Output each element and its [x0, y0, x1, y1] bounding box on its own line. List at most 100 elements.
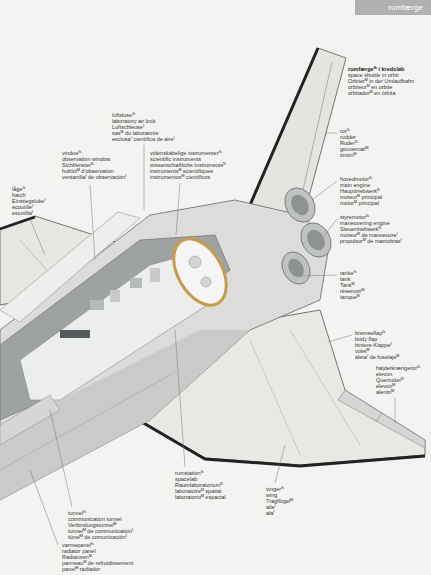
panel-line [250, 340, 300, 455]
term-translation: Tankᴹ [340, 282, 364, 288]
leader-line [30, 219, 45, 255]
danish-term: vindueᶠᵏ [62, 150, 127, 156]
leader-line [175, 330, 185, 467]
danish-term: luftsluseᶠᵏ [112, 112, 175, 118]
danish-term: tunnelᶠᵏ [68, 510, 133, 516]
part-label: tankeᶠᵏtankTankᴹréservoirᴹtanqueᴹ [340, 270, 364, 300]
term-translation: elevon [376, 371, 420, 377]
nozzle [285, 256, 307, 280]
term-translation: laboratoireᴹ spatial [175, 488, 226, 494]
term-translation: body flap [355, 336, 399, 342]
header-band [355, 0, 431, 15]
term-translation: moteurᴹ principal [340, 194, 382, 200]
part-label: videnskabelige instrumenterᶠᵏscientific … [150, 150, 226, 180]
part-label: rorᶠᵏrudderRuderᴺgouvernailᴹtimónᴹ [340, 128, 368, 158]
term-translation: tank [340, 276, 364, 282]
part-label: luftsluseᶠᵏlaboratory air lockLuftschleu… [112, 112, 175, 142]
term-translation: spacelab [175, 476, 226, 482]
term-translation: Sichtfensterᴺ [62, 162, 127, 168]
term-translation: motorᴹ principal [340, 200, 382, 206]
rack [90, 300, 104, 310]
console [60, 330, 90, 338]
term-translation: communication tunnel [68, 516, 133, 522]
term-translation: sasᴹ du laboratoire [112, 130, 175, 136]
danish-term: rumstationᶠᵏ [175, 470, 226, 476]
danish-term: rorᶠᵏ [340, 128, 368, 134]
danish-term: varmepanelᶠᵏ [62, 542, 133, 548]
part-label: hovedmotorᶠᵏmain engineHaupttriebwerkᴺmo… [340, 176, 382, 206]
term-translation: ventanillaᶠ de observaciónᶠ [62, 174, 127, 180]
term-translation: alerónᴹ [376, 389, 420, 395]
leader-line [144, 145, 145, 210]
fin-leading-edge [250, 48, 318, 205]
rack [130, 278, 142, 288]
term-translation: Raumlaboratoriumᴺ [175, 482, 226, 488]
part-label: vindueᶠᵏobservation windowSichtfensterᴺh… [62, 150, 127, 180]
panel-line [290, 330, 360, 445]
danish-term: hovedmotorᶠᵏ [340, 176, 382, 182]
wing-leading-edge [140, 421, 425, 466]
term-translation: main engine [340, 182, 382, 188]
term-translation: laboratory air lock [112, 118, 175, 124]
term-translation: Steuertriebwerkᴺ [340, 226, 402, 232]
term-translation: observation window [62, 156, 127, 162]
term-translation: timónᴹ [340, 152, 368, 158]
term-translation: panelᴹ radiador [62, 566, 133, 572]
danish-term: videnskabelige instrumenterᶠᵏ [150, 150, 226, 156]
term-translation: Querruderᴺ [376, 377, 420, 383]
nozzle [304, 226, 329, 253]
danish-term: bremseflapᶠᵏ [355, 330, 399, 336]
danish-term: styremotorᶠᵏ [340, 214, 402, 220]
term-translation: panneauᴹ de refroidissement [62, 560, 133, 566]
term-translation: orbitadorᴹ en órbita [348, 90, 414, 96]
term-translation: scientific instruments [150, 156, 226, 162]
leader-line [176, 183, 180, 235]
leader-line [312, 181, 337, 200]
tunnel [0, 395, 60, 445]
term-translation: Orbiterᴹ in der Umlaufbahn [348, 78, 414, 84]
term-translation: réservoirᴹ [340, 288, 364, 294]
term-translation: escotillaᶠ [12, 210, 46, 216]
term-translation: propulsorᴹ de maniobrasᶠ [340, 238, 402, 244]
instrument [201, 277, 211, 287]
term-translation: instrumentosᴹ científicos [150, 174, 226, 180]
term-translation: maneuvering engine [340, 220, 402, 226]
leader-line [50, 410, 72, 507]
part-label: lågeᶠᵏhatchEinstiegslukeᶠécoutilleᶠescot… [12, 186, 46, 216]
term-translation: laboratorioᴹ espacial [175, 494, 226, 500]
rack [110, 290, 120, 302]
wing-edge [0, 217, 35, 229]
part-label: rumfærgeᶠᵏ i kredsløbspace shuttle in or… [348, 66, 414, 96]
part-label: bremseflapᶠᵏbody flaphintere Klappeᶠvole… [355, 330, 399, 360]
term-translation: rudder [340, 134, 368, 140]
term-translation: Haupttriebwerkᴺ [340, 188, 382, 194]
leader-line [324, 219, 337, 236]
elevon [338, 390, 425, 448]
term-translation: tunnelᴹ de communicationᶠ [68, 528, 133, 534]
danish-term: tankeᶠᵏ [340, 270, 364, 276]
term-translation: instrumentsᴹ scientifiques [150, 168, 226, 174]
term-translation: Einstiegslukeᶠ [12, 198, 46, 204]
part-label: tunnelᶠᵏcommunication tunnelVerbindungst… [68, 510, 133, 540]
term-translation: wing [266, 492, 293, 498]
term-translation: voletᴹ [355, 348, 399, 354]
term-translation: orbiteurᴹ en orbite [348, 84, 414, 90]
leader-line [302, 275, 337, 276]
panel-line [376, 413, 382, 422]
term-translation: space shuttle in orbit [348, 72, 414, 78]
page-header: rumfærge [388, 3, 423, 12]
leader-line [395, 398, 396, 423]
term-translation: élevonᴹ [376, 383, 420, 389]
term-translation: radiator panel [62, 548, 133, 554]
term-translation: alaᶠ [266, 510, 293, 516]
part-label: højderkrængerorᶠᵏelevonQuerruderᴺélevonᴹ… [376, 365, 420, 395]
part-label: vingerᶠᵏwingTragflügelᴹaileᶠalaᶠ [266, 486, 293, 516]
term-translation: túnelᴹ de comunicaciónᶠ [68, 534, 133, 540]
payload-bay [0, 235, 230, 420]
leader-lines [30, 133, 395, 545]
main-engine [276, 247, 316, 289]
term-translation: hintere Klappeᶠ [355, 342, 399, 348]
term-translation: hublotᴹ d'observation [62, 168, 127, 174]
term-translation: Tragflügelᴹ [266, 498, 293, 504]
